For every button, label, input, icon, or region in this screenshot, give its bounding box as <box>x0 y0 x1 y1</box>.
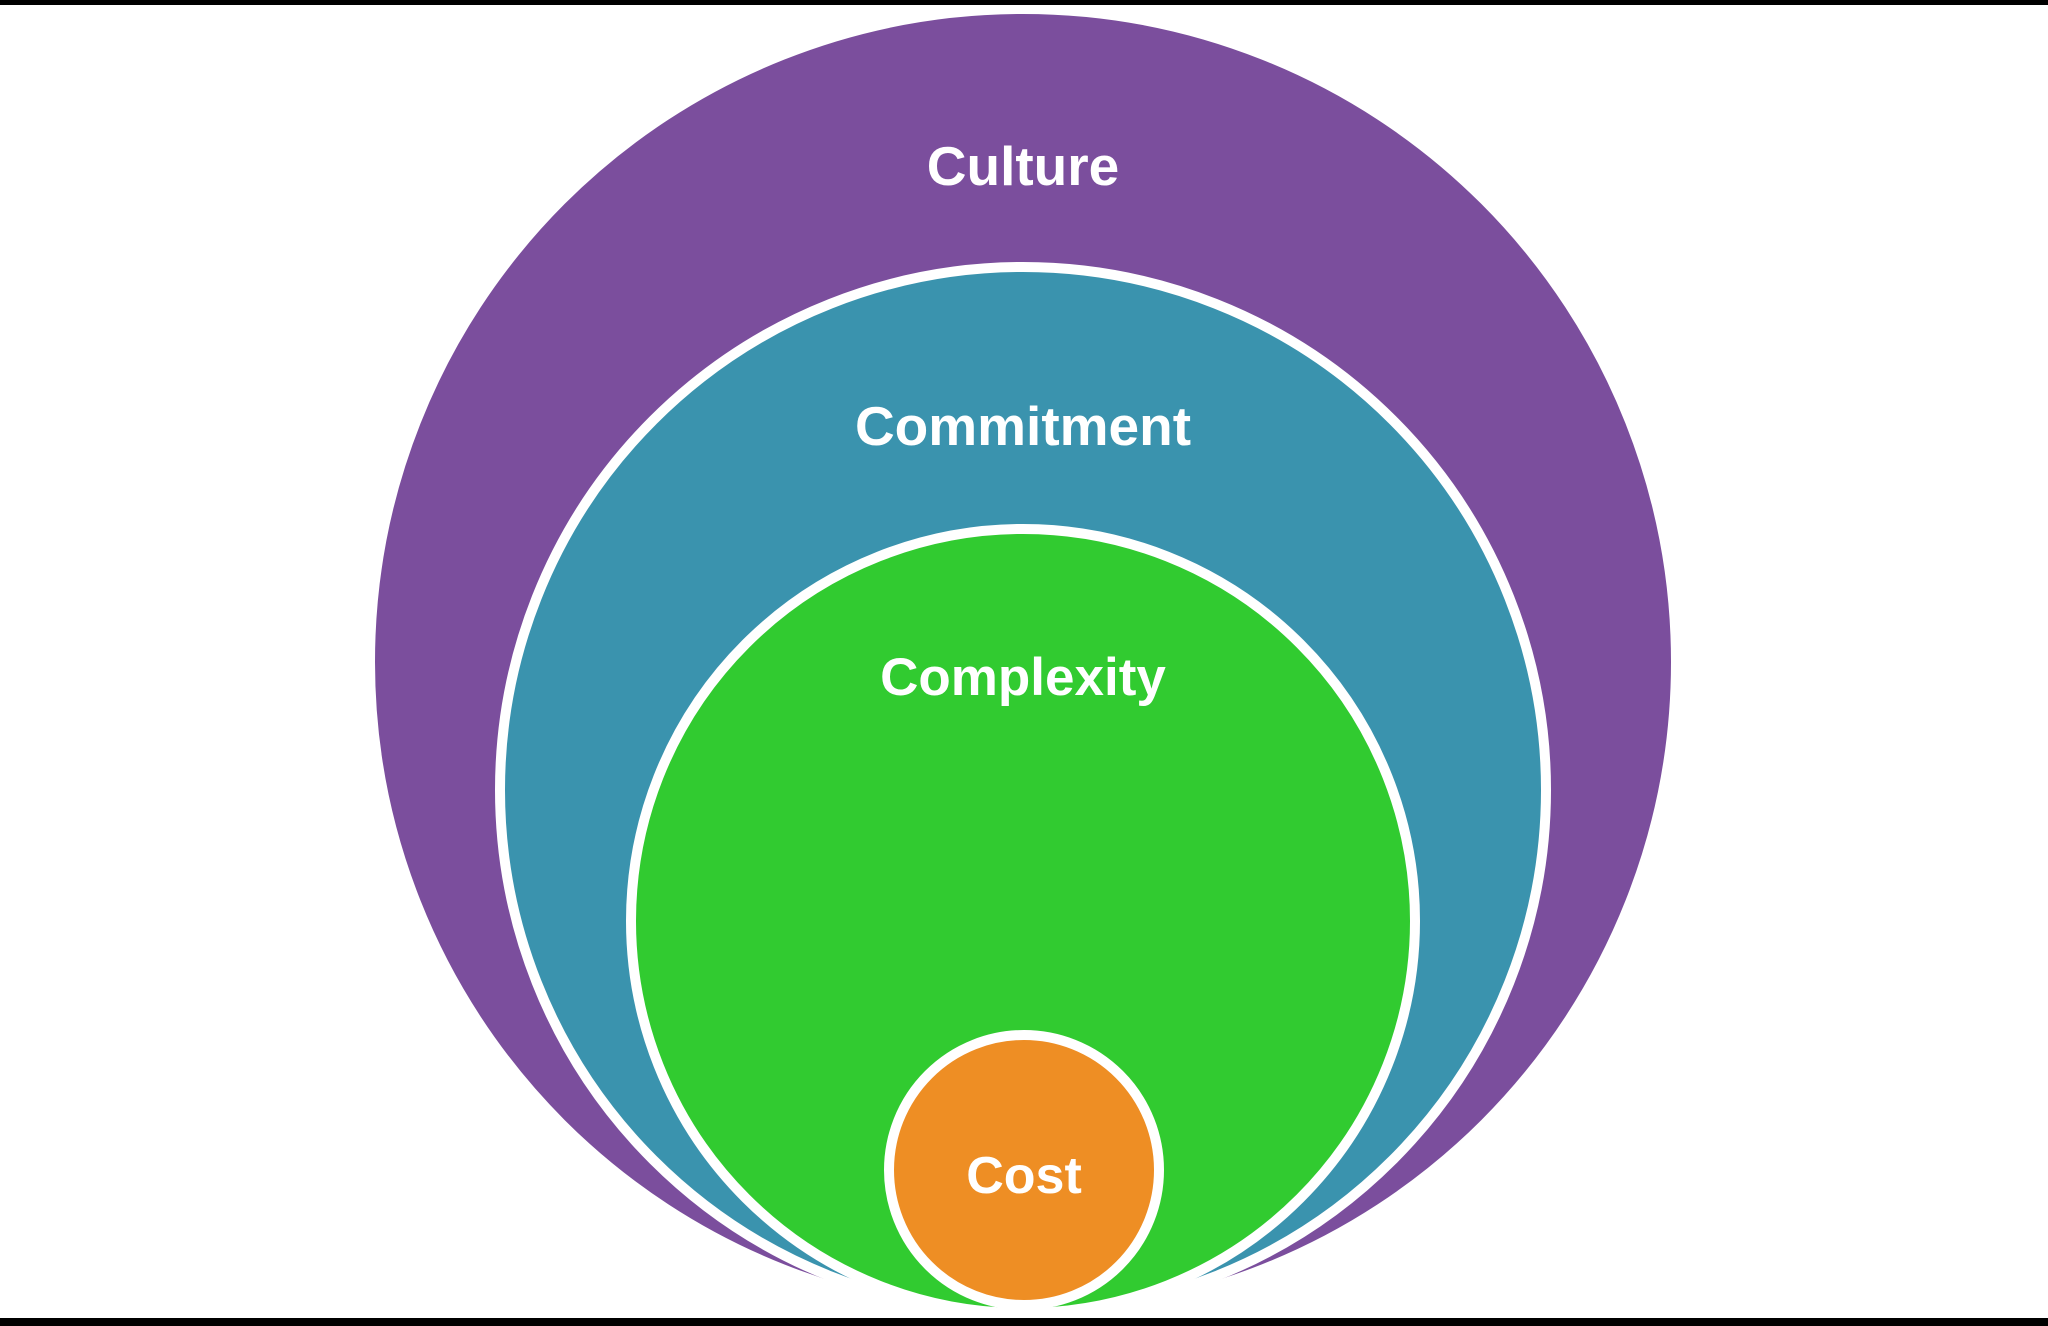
label-commitment: Commitment <box>855 395 1191 457</box>
label-cost: Cost <box>966 1147 1082 1205</box>
label-complexity: Complexity <box>880 648 1166 707</box>
label-culture: Culture <box>927 135 1120 197</box>
top-border-bar <box>0 0 2048 5</box>
bottom-border-bar <box>0 1318 2048 1326</box>
circle-complexity <box>626 524 1420 1318</box>
circle-cost <box>884 1030 1164 1310</box>
